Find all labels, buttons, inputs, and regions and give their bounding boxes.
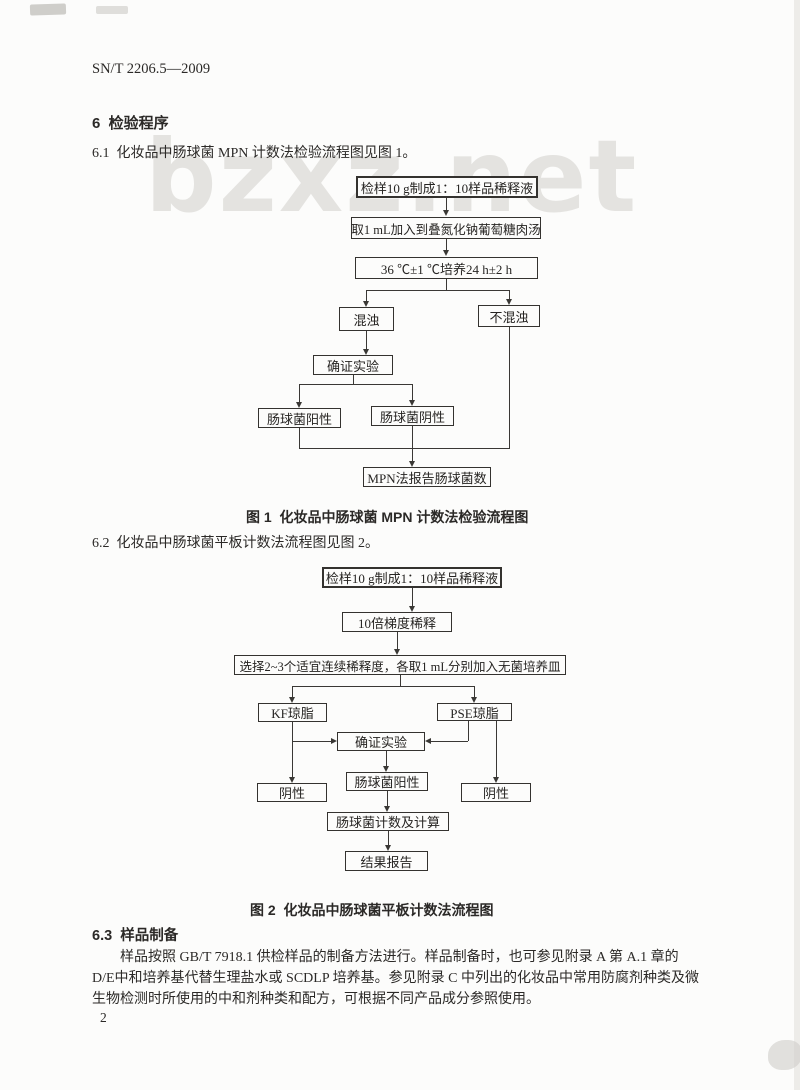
arrow-down-icon	[385, 845, 391, 851]
scan-artifact	[96, 6, 128, 14]
fig1-box-sample-dilution: 检样10 g制成1：10样品稀释液	[356, 176, 538, 198]
section-6-heading: 6 检验程序	[92, 115, 169, 132]
fig1-box-not-turbid: 不混浊	[478, 305, 540, 327]
fig1-box-enterococcus-negative: 肠球菌阴性	[371, 406, 454, 426]
fig1-box-incubation: 36 ℃±1 ℃培养24 h±2 h	[355, 257, 538, 279]
connector-line	[509, 327, 510, 449]
connector-line	[496, 721, 497, 777]
fig1-box-azide-broth: 取1 mL加入到叠氮化钠葡萄糖肉汤	[351, 217, 541, 239]
connector-line	[412, 384, 413, 400]
connector-line	[397, 632, 398, 649]
figure2-caption: 图 2 化妆品中肠球菌平板计数法流程图	[250, 902, 494, 918]
arrow-down-icon	[409, 461, 415, 467]
section-6-1-text: 6.1 化妆品中肠球菌 MPN 计数法检验流程图见图 1。	[92, 146, 417, 161]
connector-line	[366, 290, 509, 291]
arrow-down-icon	[383, 766, 389, 772]
connector-line	[446, 239, 447, 251]
fig2-box-negative-left: 阴性	[257, 783, 327, 802]
fig2-box-sample-dilution: 检样10 g制成1：10样品稀释液	[322, 567, 502, 588]
page-number: 2	[100, 1010, 107, 1025]
arrow-down-icon	[506, 299, 512, 305]
fig2-box-pse-agar: PSE琼脂	[437, 703, 512, 721]
fig2-box-plating: 选择2~3个适宜连续稀释度，各取1 mL分别加入无菌培养皿	[234, 655, 566, 675]
fig1-box-enterococcus-positive: 肠球菌阳性	[258, 408, 341, 428]
arrow-down-icon	[289, 697, 295, 703]
connector-line	[431, 741, 468, 742]
scan-artifact	[768, 1040, 800, 1070]
arrow-down-icon	[409, 400, 415, 406]
connector-line	[387, 791, 388, 806]
arrow-right-icon	[331, 738, 337, 744]
fig1-box-mpn-report: MPN法报告肠球菌数	[363, 467, 491, 487]
connector-line	[400, 675, 401, 686]
fig1-box-turbid: 混浊	[339, 307, 394, 331]
fig2-box-enterococcus-positive: 肠球菌阳性	[346, 772, 428, 791]
arrow-down-icon	[493, 777, 499, 783]
fig2-box-gradient-dilution: 10倍梯度稀释	[342, 612, 452, 632]
fig2-box-confirm-test: 确证实验	[337, 732, 425, 751]
arrow-down-icon	[289, 777, 295, 783]
connector-line	[468, 721, 469, 741]
connector-line	[293, 741, 331, 742]
arrow-down-icon	[443, 210, 449, 216]
arrow-down-icon	[471, 697, 477, 703]
connector-line	[366, 290, 367, 302]
section-6-3-paragraph-line3: 生物检测时所使用的中和剂种类和配方，可根据不同产品成分参照使用。	[92, 992, 540, 1007]
connector-line	[292, 686, 293, 697]
section-6-2-text: 6.2 化妆品中肠球菌平板计数法流程图见图 2。	[92, 536, 379, 551]
connector-line	[366, 331, 367, 349]
arrow-down-icon	[443, 250, 449, 256]
connector-line	[299, 384, 412, 385]
connector-line	[474, 686, 475, 697]
section-6-3-paragraph-line2: D/E中和培养基代替生理盐水或 SCDLP 培养基。参见附录 C 中列出的化妆品…	[92, 971, 699, 986]
arrow-down-icon	[394, 649, 400, 655]
connector-line	[446, 279, 447, 290]
connector-line	[386, 751, 387, 766]
fig2-box-kf-agar: KF琼脂	[258, 703, 327, 722]
connector-line	[299, 428, 300, 449]
connector-line	[412, 426, 413, 449]
connector-line	[299, 448, 510, 449]
section-6-3-heading: 6.3 样品制备	[92, 928, 179, 944]
arrow-left-icon	[425, 738, 431, 744]
connector-line	[299, 384, 300, 402]
connector-line	[353, 375, 354, 384]
connector-line	[292, 722, 293, 777]
connector-line	[412, 588, 413, 606]
connector-line	[412, 449, 413, 461]
scan-artifact	[794, 0, 800, 1090]
arrow-down-icon	[363, 349, 369, 355]
fig2-box-negative-right: 阴性	[461, 783, 531, 802]
figure1-caption: 图 1 化妆品中肠球菌 MPN 计数法检验流程图	[246, 509, 529, 525]
arrow-down-icon	[409, 606, 415, 612]
connector-line	[509, 290, 510, 300]
section-6-3-paragraph-line1: 样品按照 GB/T 7918.1 供检样品的制备方法进行。样品制备时，也可参见附…	[120, 950, 679, 965]
connector-line	[292, 686, 475, 687]
connector-line	[446, 198, 447, 211]
connector-line	[388, 831, 389, 845]
doc-number: SN/T 2206.5—2009	[92, 61, 211, 77]
arrow-down-icon	[296, 402, 302, 408]
fig2-box-count-calculate: 肠球菌计数及计算	[327, 812, 449, 831]
fig2-box-result-report: 结果报告	[345, 851, 428, 871]
scan-artifact	[29, 3, 67, 16]
arrow-down-icon	[384, 806, 390, 812]
arrow-down-icon	[363, 301, 369, 307]
fig1-box-confirm-test: 确证实验	[313, 355, 393, 375]
